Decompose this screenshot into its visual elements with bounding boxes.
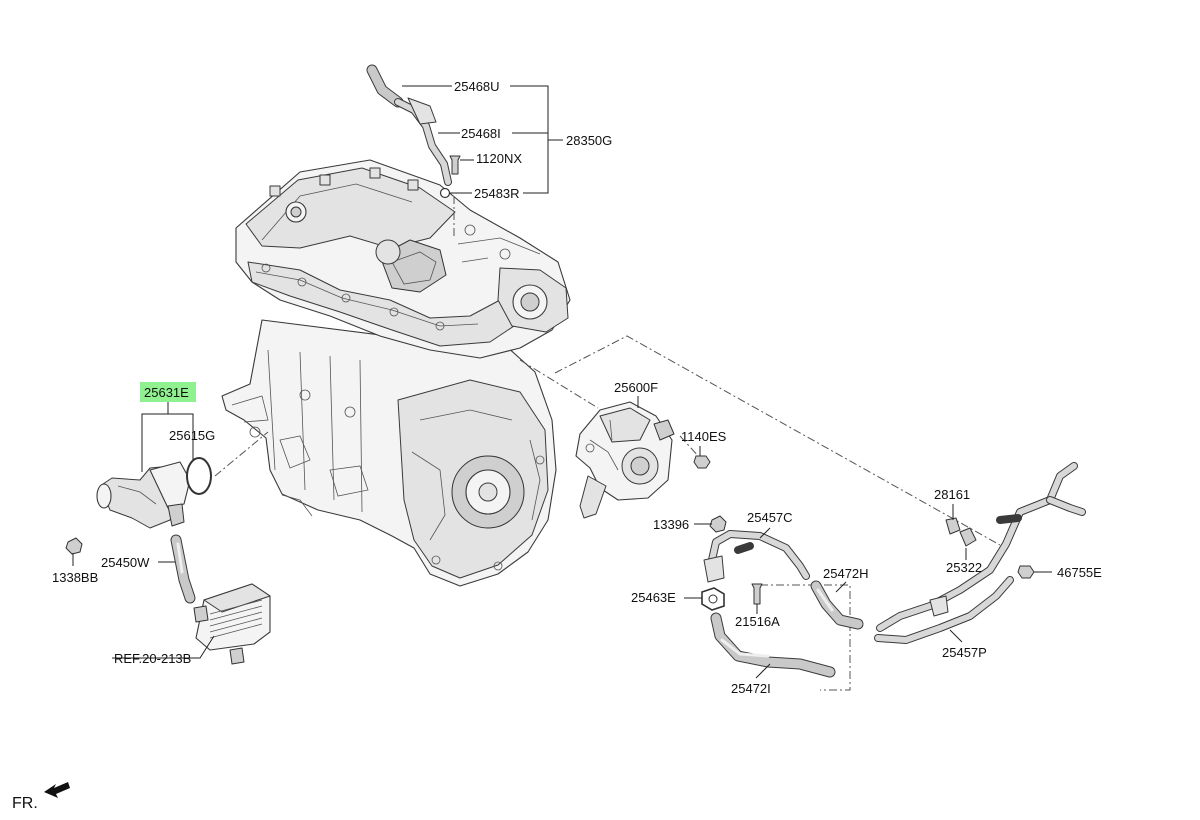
engine-assembly	[221, 159, 571, 587]
callout-13396[interactable]: 13396	[653, 517, 689, 532]
callout-25483R[interactable]: 25483R	[474, 186, 520, 201]
breather-hose-group	[366, 64, 461, 199]
gasket-25615G	[186, 457, 212, 495]
callout-25468U[interactable]: 25468U	[454, 79, 500, 94]
callout-25468I[interactable]: 25468I	[461, 126, 501, 141]
highlight-box	[140, 382, 196, 402]
callout-25463E[interactable]: 25463E	[631, 590, 676, 605]
grommet-25322	[959, 527, 977, 547]
bolt-1120NX	[449, 155, 461, 175]
callout-25631E[interactable]: 25631E	[144, 385, 189, 400]
callout-1120NX[interactable]: 1120NX	[476, 151, 522, 166]
nut-13396	[709, 515, 727, 533]
callout-labels: 25468U 25468I 28350G 1120NX 25483R 25631…	[52, 79, 1102, 696]
callout-25472I[interactable]: 25472I	[731, 681, 771, 696]
nut-1338BB	[65, 537, 83, 555]
front-label: FR.	[12, 795, 38, 812]
front-direction-marker: FR.	[12, 782, 70, 812]
callout-46755E[interactable]: 46755E	[1057, 565, 1102, 580]
lower-hose-group	[701, 515, 864, 678]
callout-25600F[interactable]: 25600F	[614, 380, 658, 395]
thermostat-housing-assembly	[575, 401, 711, 519]
callout-25457P[interactable]: 25457P	[942, 645, 987, 660]
callout-1140ES[interactable]: 1140ES	[681, 429, 727, 444]
callout-25472H[interactable]: 25472H	[823, 566, 869, 581]
callout-25322[interactable]: 25322	[946, 560, 982, 575]
callout-25450W[interactable]: 25450W	[101, 555, 150, 570]
right-pipe-group	[874, 462, 1086, 644]
oil-cooler-assembly	[170, 534, 271, 665]
callout-28350G[interactable]: 28350G	[566, 133, 612, 148]
callout-ref-20-213b[interactable]: REF.20-213B	[114, 651, 191, 666]
bolt-46755E	[1017, 565, 1035, 579]
callout-28161[interactable]: 28161	[934, 487, 970, 502]
reference-lines	[214, 196, 1001, 691]
callout-1338BB[interactable]: 1338BB	[52, 570, 98, 585]
leader-lines	[72, 85, 1052, 679]
callout-25615G[interactable]: 25615G	[169, 428, 215, 443]
callout-25457C[interactable]: 25457C	[747, 510, 793, 525]
clip-28161	[945, 517, 961, 535]
bolt-21516A	[751, 583, 763, 605]
water-outlet-fitting	[65, 457, 212, 555]
front-arrow-icon	[44, 782, 70, 798]
oring-25483R	[439, 187, 451, 199]
callout-21516A[interactable]: 21516A	[735, 614, 780, 629]
bolt-1140ES	[693, 455, 711, 469]
